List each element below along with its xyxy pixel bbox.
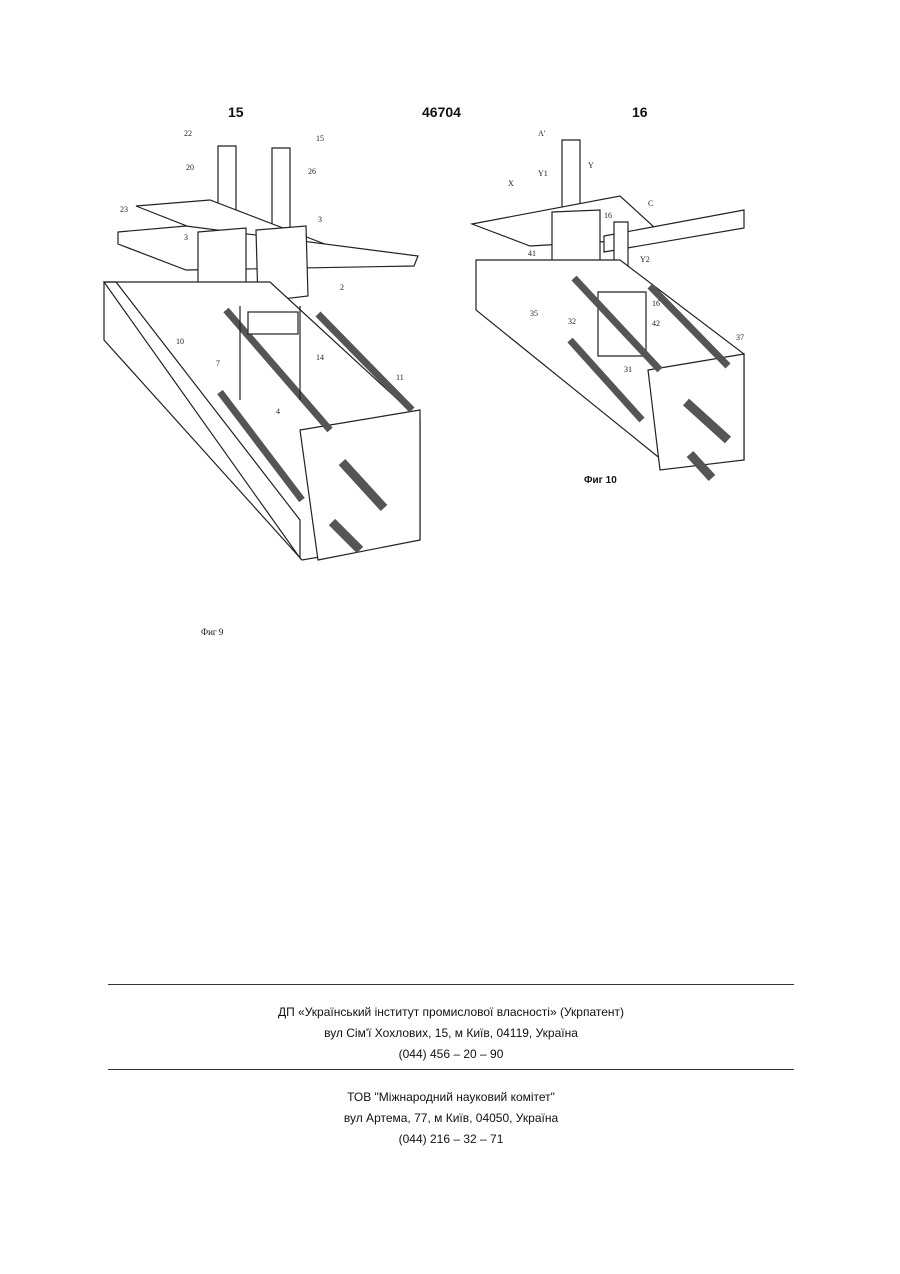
fig9-label: 20	[186, 163, 194, 172]
publisher-phone: (044) 456 – 20 – 90	[108, 1044, 794, 1065]
fig9-label: 7	[216, 359, 220, 368]
fig10-label: 32	[568, 317, 576, 326]
figure-9-caption: Фиг 9	[201, 627, 223, 637]
printer-block: ТОВ "Міжнародний науковий комітет" вул А…	[108, 1087, 794, 1150]
fig10-label: C	[648, 199, 653, 208]
fig10-label: X	[508, 179, 514, 188]
fig10-label: 35	[530, 309, 538, 318]
fig10-label: 37	[736, 333, 744, 342]
fig9-label: 14	[316, 353, 324, 362]
fig10-label: Y2	[640, 255, 650, 264]
publisher-name: ДП «Український інститут промислової вла…	[108, 1002, 794, 1023]
figure-10-caption: Фиг 10	[584, 475, 617, 486]
fig9-label: 11	[396, 373, 404, 382]
publisher-block: ДП «Український інститут промислової вла…	[108, 1002, 794, 1065]
fig10-label: A'	[538, 129, 546, 138]
fig10-label: 16	[652, 299, 660, 308]
fig10-label: 41	[528, 249, 536, 258]
fig9-label: 4	[276, 407, 280, 416]
fig10-label: Y	[588, 161, 594, 170]
fig10-label: 31	[624, 365, 632, 374]
fig9-label: 2	[340, 283, 344, 292]
fig10-label: 42	[652, 319, 660, 328]
fig9-label: 3	[318, 215, 322, 224]
printer-name: ТОВ "Міжнародний науковий комітет"	[108, 1087, 794, 1108]
printer-address: вул Артема, 77, м Київ, 04050, Україна	[108, 1108, 794, 1129]
fig10-label: 16	[604, 211, 612, 220]
fig9-label: 3	[184, 233, 188, 242]
fig9-label: 15	[316, 134, 324, 143]
fig9-label: 22	[184, 129, 192, 138]
printer-phone: (044) 216 – 32 – 71	[108, 1129, 794, 1150]
fig9-label: 26	[308, 167, 316, 176]
divider-top	[108, 984, 794, 985]
publisher-address: вул Сім'ї Хохлових, 15, м Київ, 04119, У…	[108, 1023, 794, 1044]
divider-bottom	[108, 1069, 794, 1070]
fig10-label: Y1	[538, 169, 548, 178]
fig9-label: 23	[120, 205, 128, 214]
fig9-label: 10	[176, 337, 184, 346]
